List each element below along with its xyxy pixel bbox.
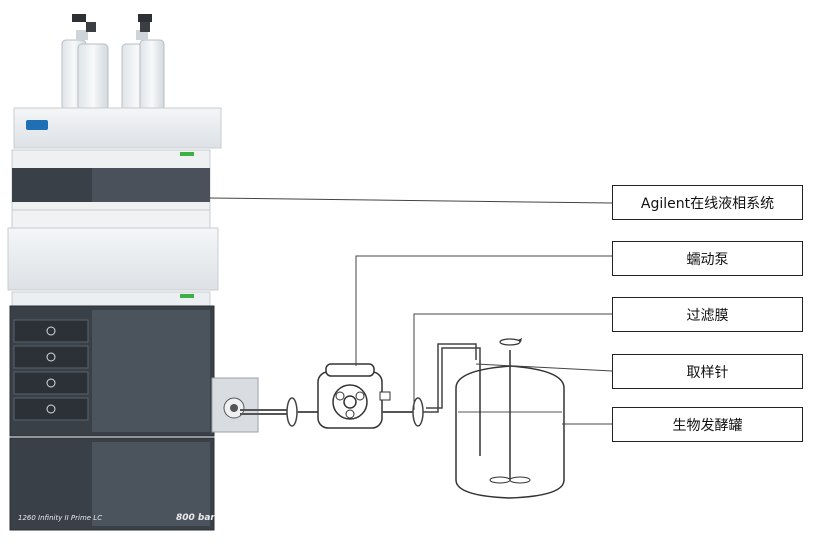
instrument-pressure-text: 800 bar [176, 513, 215, 523]
label-filter-membrane: 过滤膜 [612, 297, 803, 332]
label-sampling-needle: 取样针 [612, 354, 803, 389]
solvent-bottles [61, 14, 165, 111]
tubing-lc-to-pump [240, 409, 288, 415]
label-bioreactor: 生物发酵罐 [612, 407, 803, 442]
bioreactor-tank [455, 338, 565, 499]
leader-lines [209, 197, 613, 425]
label-agilent-lc-system: Agilent在线液相系统 [612, 185, 803, 220]
agilent-lc-instrument: 1260 Infinity II Prime LC 800 bar [7, 14, 259, 531]
vial-drawers [13, 319, 89, 421]
peristaltic-pump [317, 363, 391, 429]
filter-membrane-left [286, 397, 298, 427]
rotation-arrow-icon [499, 338, 522, 346]
tubing-to-needle [423, 343, 477, 413]
instrument-model-text: 1260 Infinity II Prime LC [18, 514, 102, 522]
label-peristaltic-pump: 蠕动泵 [612, 241, 803, 276]
